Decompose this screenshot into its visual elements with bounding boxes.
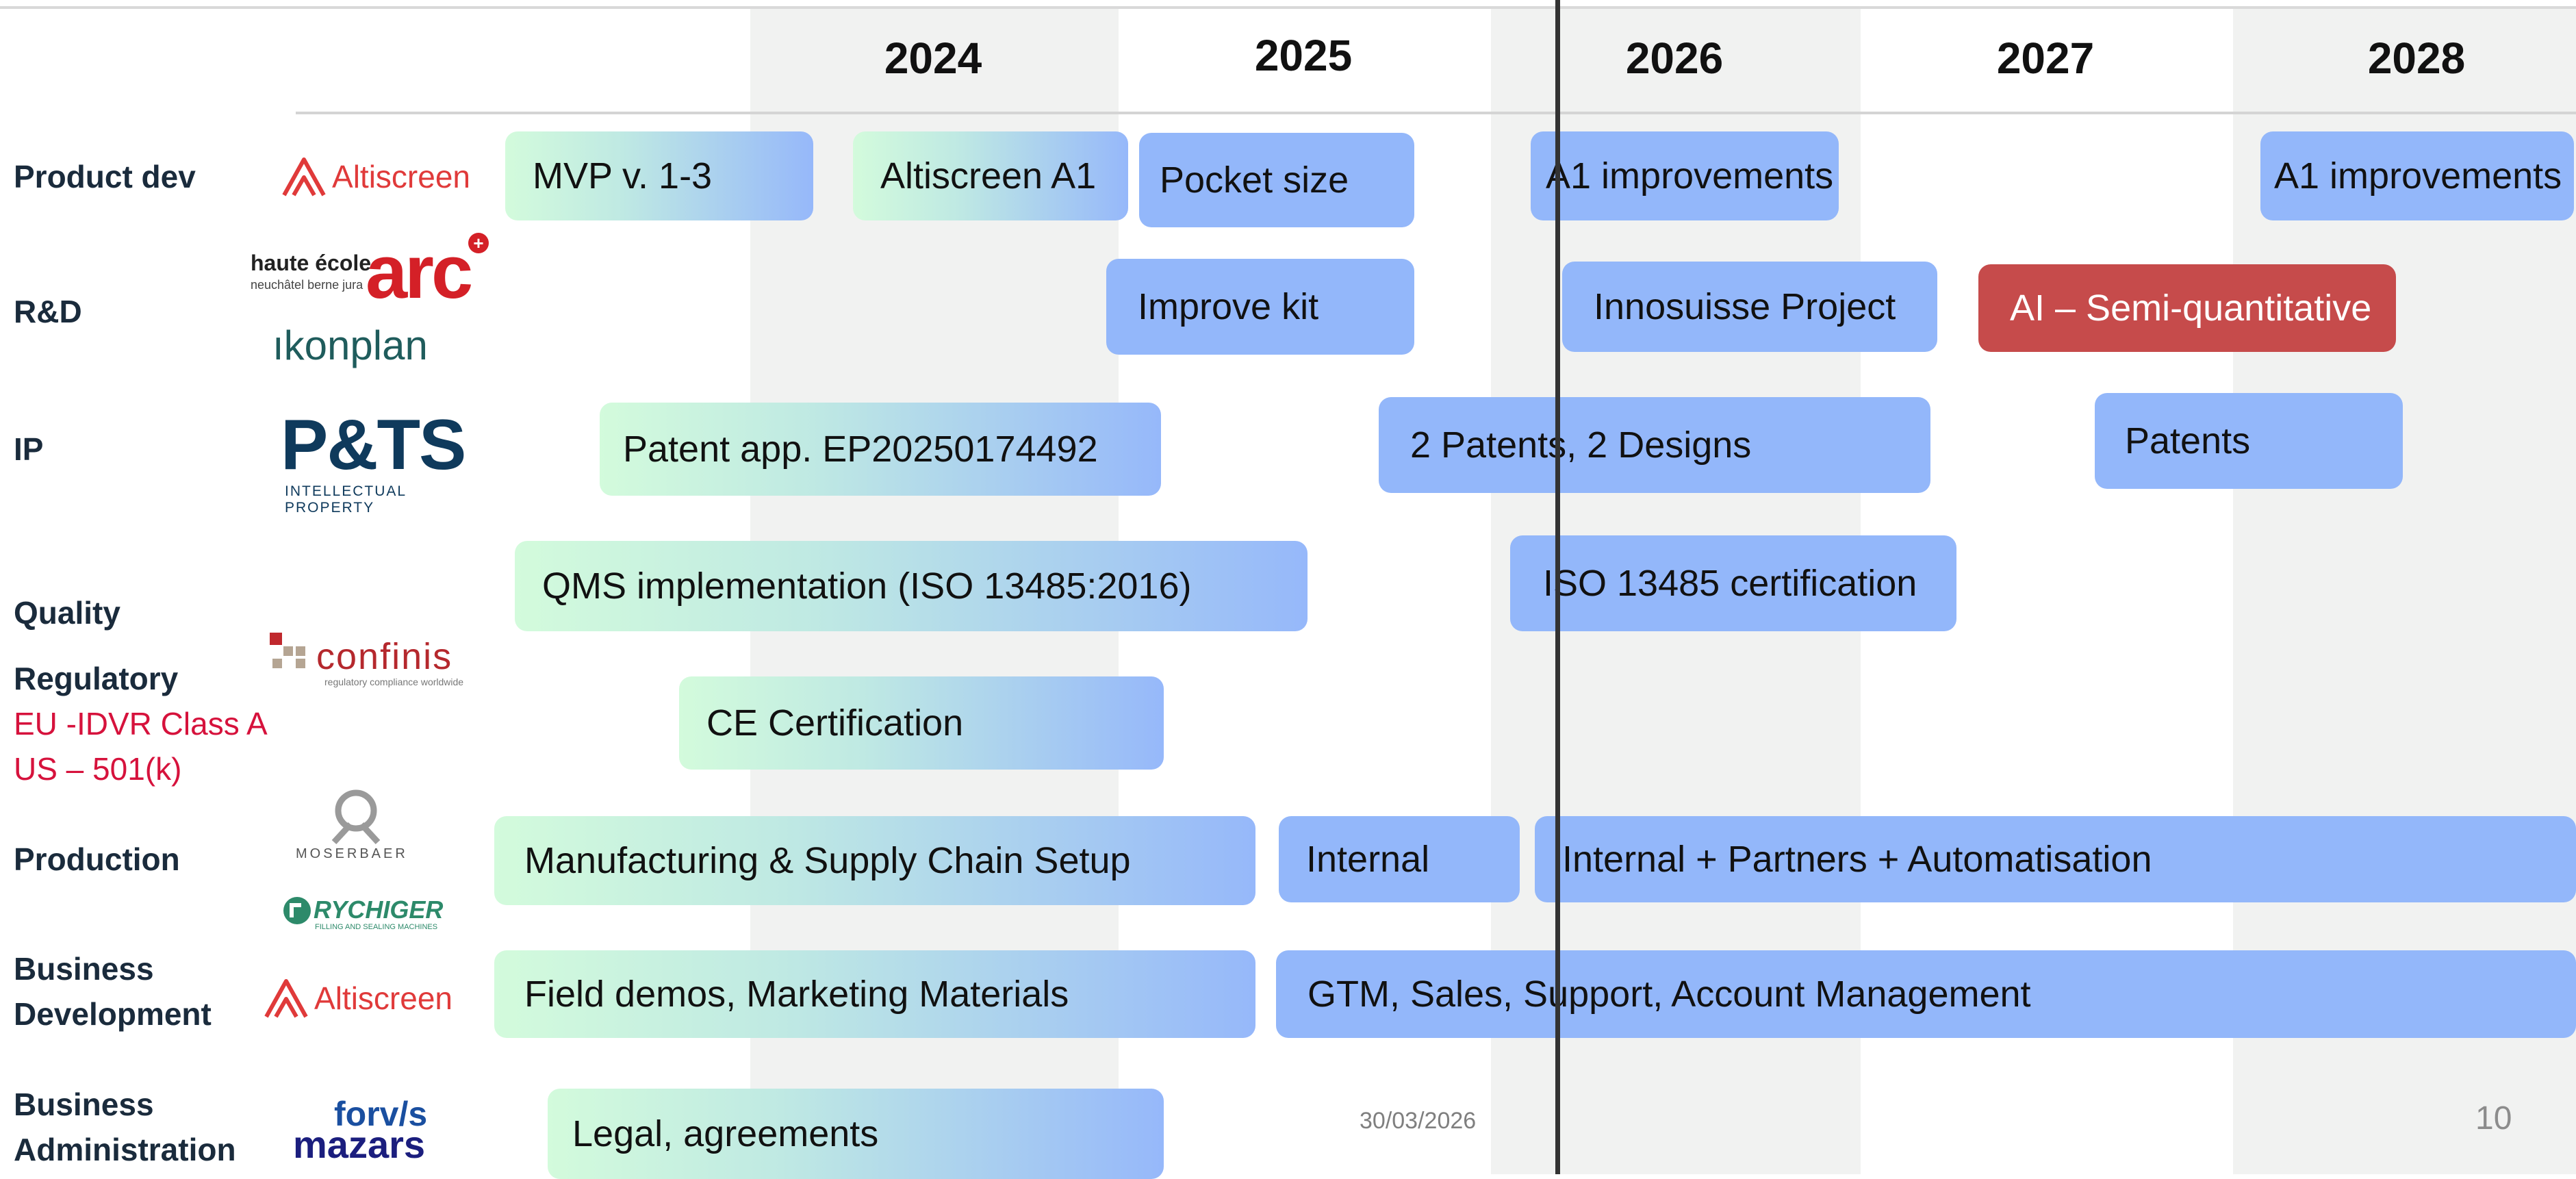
rychiger-wordmark: RYCHIGER	[314, 896, 444, 924]
footer-date: 30/03/2026	[1360, 1108, 1477, 1134]
haute-ecole-arc-logo: haute école neuchâtel berne jura arc +	[251, 230, 492, 318]
altiscreen-mark-icon	[264, 979, 308, 1018]
confinis-logo: confinis regulatory compliance worldwide	[268, 631, 494, 693]
bar-improve-kit: Improve kit	[1106, 259, 1414, 355]
forvis-wordmark: forv/s	[334, 1095, 428, 1133]
year-2024: 2024	[884, 34, 982, 83]
bar-patent-app: Patent app. EP20250174492	[600, 403, 1161, 496]
bar-internal: Internal	[1279, 816, 1520, 902]
bar-pocket-size: Pocket size	[1139, 133, 1414, 227]
pts-logo: P&TS INTELLECTUAL PROPERTY	[281, 405, 486, 516]
year-2026: 2026	[1625, 34, 1724, 83]
moserbaer-wordmark: MOSERBAER	[296, 846, 408, 861]
altiscreen-wordmark: Altiscreen	[332, 159, 470, 194]
year-header-divider	[296, 112, 2576, 114]
moserbaer-logo: MOSERBAER	[293, 787, 416, 863]
row-label-rnd: R&D	[14, 294, 82, 329]
year-2027: 2027	[1996, 34, 2095, 83]
bar-altiscreen-a1: Altiscreen A1	[853, 131, 1128, 220]
pts-wordmark: P&TS	[281, 405, 466, 485]
bar-patents-designs: 2 Patents, 2 Designs	[1379, 397, 1930, 493]
bar-gtm: GTM, Sales, Support, Account Management	[1276, 950, 2576, 1038]
row-label-bizdev-line1: Business	[14, 951, 154, 987]
row-label-bizdev-line2: Development	[14, 996, 212, 1032]
bar-legal: Legal, agreements	[548, 1089, 1164, 1179]
plus-icon: +	[468, 233, 489, 253]
bar-patents: Patents	[2095, 393, 2403, 489]
forvis-mazars-logo: forv/s mazars	[293, 1095, 471, 1166]
row-label-ip: IP	[14, 431, 44, 467]
bar-mvp: MVP v. 1-3	[505, 131, 813, 220]
bar-ce-certification: CE Certification	[679, 676, 1164, 770]
row-label-product-dev: Product dev	[14, 159, 196, 194]
haute-ecole-text: haute école	[251, 251, 372, 275]
bar-internal-partners: Internal + Partners + Automatisation	[1535, 816, 2576, 902]
page-number: 10	[2475, 1100, 2512, 1137]
bar-field-demos: Field demos, Marketing Materials	[494, 950, 1255, 1038]
confinis-squares-icon	[270, 633, 305, 668]
bar-a1-improvements-2026: A1 improvements	[1531, 131, 1839, 220]
top-divider	[0, 6, 2576, 9]
current-date-line	[1555, 0, 1560, 1174]
regulatory-us-label: US – 501(k)	[14, 751, 182, 787]
ikonplan-logo: ıkonplan	[272, 322, 428, 368]
row-label-production: Production	[14, 841, 180, 877]
bar-ai-semi-quantitative: AI – Semi-quantitative	[1978, 264, 2396, 352]
regulatory-eu-label: EU -IDVR Class A	[14, 706, 268, 741]
pts-subtitle: INTELLECTUAL PROPERTY	[285, 483, 407, 516]
row-label-bizadmin-line2: Administration	[14, 1132, 236, 1167]
bar-iso-certification: ISO 13485 certification	[1510, 535, 1956, 631]
row-label-bizadmin-line1: Business	[14, 1087, 154, 1122]
bar-qms: QMS implementation (ISO 13485:2016)	[515, 541, 1308, 631]
row-label-quality: Quality	[14, 595, 120, 631]
haute-ecole-subtext: neuchâtel berne jura	[251, 278, 364, 292]
bar-a1-improvements-2028: A1 improvements	[2260, 131, 2574, 220]
rychiger-subtitle: FILLING AND SEALING MACHINES	[315, 923, 438, 931]
altiscreen-logo-product: Altiscreen	[272, 149, 478, 204]
bar-manufacturing: Manufacturing & Supply Chain Setup	[494, 816, 1255, 905]
rychiger-logo: RYCHIGER FILLING AND SEALING MACHINES	[282, 894, 446, 938]
altiscreen-wordmark: Altiscreen	[314, 980, 452, 1016]
confinis-subtitle: regulatory compliance worldwide	[324, 676, 464, 687]
rychiger-mark-icon	[283, 897, 311, 924]
bar-innosuisse: Innosuisse Project	[1562, 262, 1937, 352]
altiscreen-mark-icon	[282, 157, 326, 196]
mazars-wordmark: mazars	[293, 1123, 426, 1166]
moserbaer-mark-icon	[331, 789, 381, 845]
row-label-regulatory: Regulatory	[14, 661, 179, 696]
arc-wordmark: arc	[366, 230, 473, 314]
year-2025: 2025	[1254, 31, 1353, 80]
year-2028: 2028	[2367, 34, 2466, 83]
confinis-wordmark: confinis	[316, 636, 453, 677]
altiscreen-logo-bizdev: Altiscreen	[255, 971, 460, 1026]
